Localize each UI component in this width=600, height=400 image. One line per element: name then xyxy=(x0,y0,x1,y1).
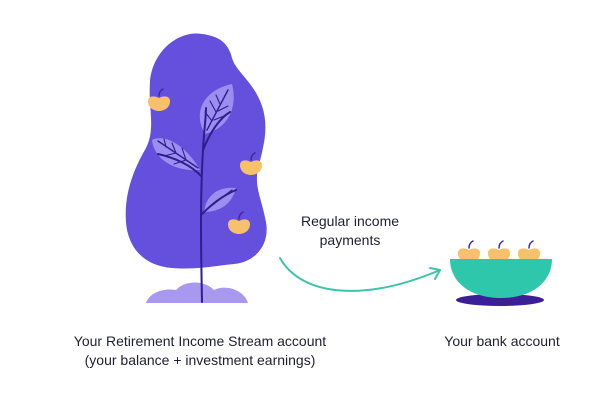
money-tree-icon xyxy=(125,33,267,269)
fruit-icon xyxy=(148,88,170,111)
fruit-icon xyxy=(228,211,250,234)
leaf-upper-right xyxy=(199,84,234,134)
account-label-line1: Your Retirement Income Stream account xyxy=(73,333,327,349)
bank-label: Your bank account xyxy=(412,332,592,351)
curved-arrow-icon xyxy=(279,257,441,292)
bowl-base xyxy=(456,294,544,306)
fruit-icon xyxy=(240,152,262,175)
ground-mound xyxy=(146,282,248,303)
account-label: Your Retirement Income Stream account (y… xyxy=(40,332,360,370)
tree-trunk xyxy=(157,107,237,303)
payments-label: Regular income payments xyxy=(290,212,410,250)
payments-label-line1: Regular income xyxy=(300,213,400,229)
leaf-left xyxy=(152,138,200,171)
bank-label-text: Your bank account xyxy=(444,333,560,349)
bowl-icon xyxy=(450,259,552,298)
account-label-line2: (your balance + investment earnings) xyxy=(84,352,316,368)
payments-label-line2: payments xyxy=(319,232,381,248)
